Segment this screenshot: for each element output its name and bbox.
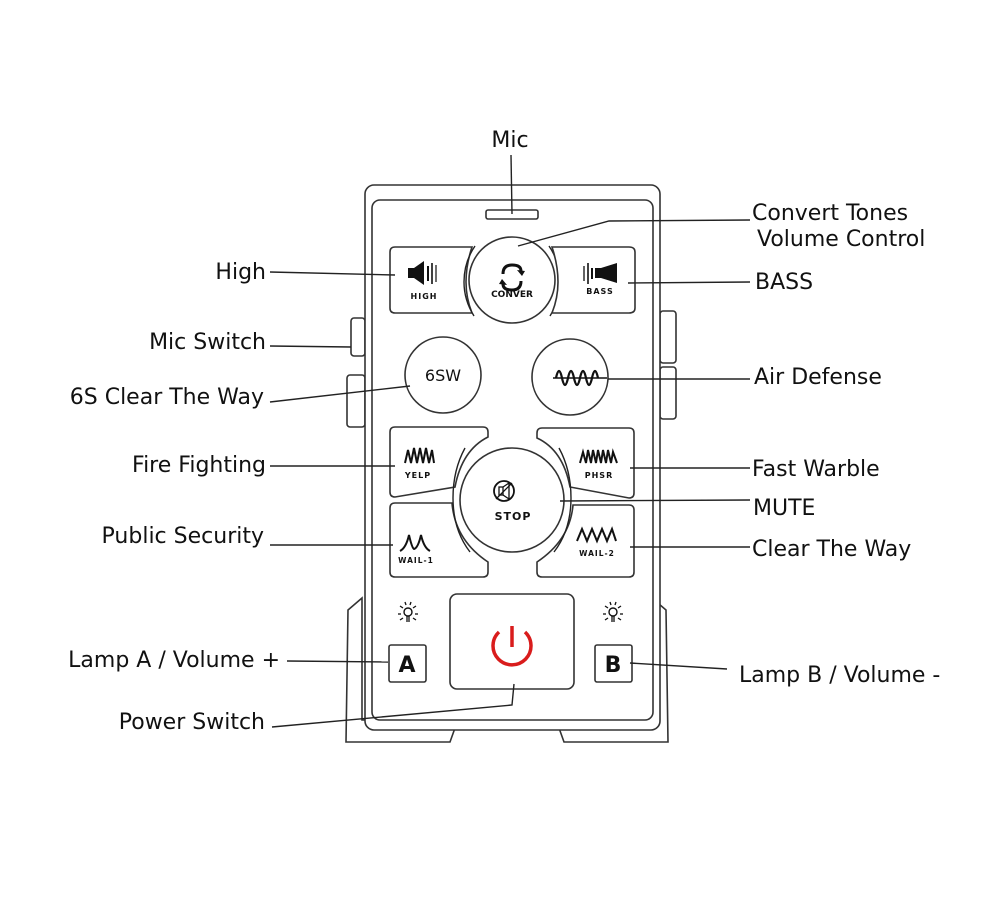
leader-high xyxy=(269,271,396,276)
sine-wave-icon xyxy=(553,369,607,387)
leader-power xyxy=(271,683,515,728)
side-switch-left-lower[interactable] xyxy=(346,374,366,428)
label-mute: MUTE xyxy=(753,496,815,521)
leader-mic-switch xyxy=(269,345,352,348)
speaker-loud-icon xyxy=(408,261,437,285)
lamp-b-bulb-icon xyxy=(603,601,623,622)
lamp-a-bulb-icon xyxy=(398,601,418,622)
high-button[interactable] xyxy=(389,246,474,314)
stop-mute-button[interactable] xyxy=(459,447,565,553)
label-fast-warble: Fast Warble xyxy=(752,457,880,482)
lamp-a-button-label: A xyxy=(398,653,415,678)
stop-button-label: STOP xyxy=(495,510,532,523)
lamp-a-button[interactable] xyxy=(388,644,427,683)
phaser-wave-icon xyxy=(579,448,618,464)
power-icon xyxy=(491,626,533,667)
label-public-security: Public Security xyxy=(102,524,264,549)
label-volume-control: Volume Control xyxy=(757,227,925,252)
conver-button-label: CONVER xyxy=(491,290,533,300)
wail1-button[interactable] xyxy=(389,502,489,578)
wail2-button[interactable] xyxy=(536,504,635,578)
label-power-switch: Power Switch xyxy=(119,710,265,735)
label-clear-the-way: Clear The Way xyxy=(752,537,911,562)
six-s-clear-label: 6SW xyxy=(425,366,461,385)
leader-lamp-a xyxy=(286,660,389,663)
leader-mute xyxy=(559,499,751,502)
refresh-icon xyxy=(499,263,525,292)
mute-speaker-icon xyxy=(493,480,515,502)
bass-button-label: BASS xyxy=(586,287,613,296)
yelp-button-label: YELP xyxy=(404,471,431,480)
stop-button-ring-left xyxy=(452,447,471,553)
side-switch-right-lower[interactable] xyxy=(659,366,677,420)
six-s-clear-button[interactable] xyxy=(404,336,482,414)
leader-bass xyxy=(627,281,751,284)
label-mic-switch: Mic Switch xyxy=(149,330,266,355)
label-mic: Mic xyxy=(491,128,528,153)
stop-button-ring-right xyxy=(553,447,572,553)
lamp-b-button-label: B xyxy=(605,653,622,678)
leader-six-s xyxy=(269,385,411,403)
side-switch-right-upper[interactable] xyxy=(659,310,677,364)
label-six-s-clear: 6S Clear The Way xyxy=(70,385,264,410)
leader-lamp-b xyxy=(629,662,728,670)
air-defense-button[interactable] xyxy=(531,338,609,416)
label-air-defense: Air Defense xyxy=(754,365,882,390)
leader-mic xyxy=(510,154,513,215)
mic-switch-left-upper[interactable] xyxy=(350,317,366,357)
conver-button-ring xyxy=(463,245,476,317)
leader-convert xyxy=(517,219,751,247)
wail1-button-label: WAIL-1 xyxy=(398,556,434,565)
label-bass: BASS xyxy=(755,270,813,295)
speaker-bass-icon xyxy=(583,263,617,284)
label-fire-fighting: Fire Fighting xyxy=(132,453,266,478)
wail1-wave-icon xyxy=(399,534,431,552)
label-lamp-a: Lamp A / Volume + xyxy=(68,648,280,673)
bass-button[interactable] xyxy=(550,246,636,314)
conver-button[interactable] xyxy=(468,236,556,324)
label-lamp-b: Lamp B / Volume - xyxy=(739,663,940,688)
yelp-wave-icon xyxy=(404,447,435,464)
yelp-button[interactable] xyxy=(389,426,489,498)
high-button-label: HIGH xyxy=(411,292,438,301)
wail2-button-label: WAIL-2 xyxy=(579,549,615,558)
phsr-button-label: PHSR xyxy=(585,471,613,480)
label-high: High xyxy=(215,260,266,285)
label-convert-tones: Convert Tones xyxy=(752,201,908,226)
wail2-wave-icon xyxy=(576,526,617,544)
